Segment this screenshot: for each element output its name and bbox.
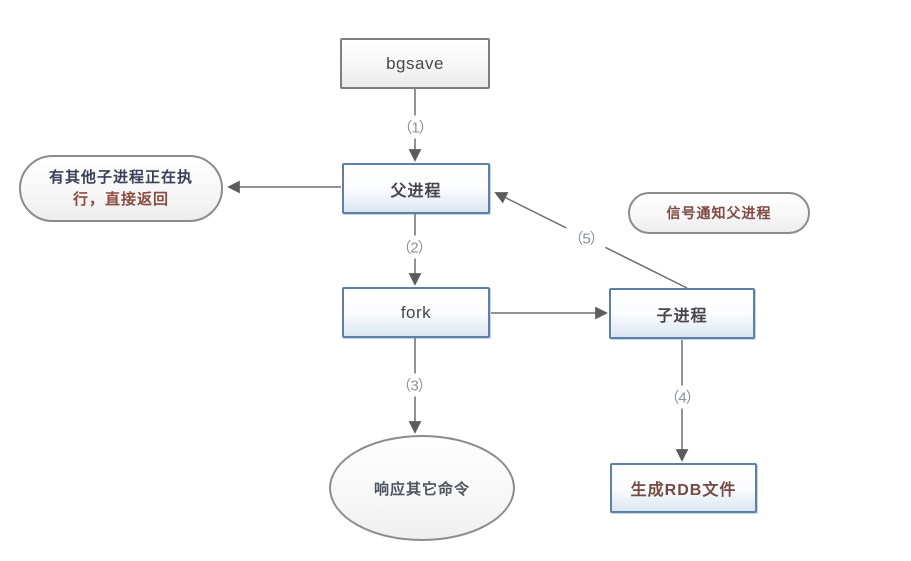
rdb-file-node: 生成RDB文件 bbox=[610, 463, 757, 513]
bgsave-node: bgsave bbox=[340, 38, 490, 89]
other-child-running-line2: 行，直接返回 bbox=[72, 190, 169, 208]
step-1-label: （1） bbox=[395, 115, 435, 139]
signal-parent-label: 信号通知父进程 bbox=[666, 205, 772, 221]
respond-commands-node: 响应其它命令 bbox=[329, 435, 515, 541]
respond-commands-label: 响应其它命令 bbox=[373, 480, 470, 498]
fork-node: fork bbox=[342, 287, 490, 338]
bgsave-label: bgsave bbox=[386, 53, 444, 73]
child-process-label: 子进程 bbox=[656, 307, 708, 325]
parent-process-label: 父进程 bbox=[390, 182, 442, 200]
parent-process-node: 父进程 bbox=[342, 163, 490, 214]
child-process-node: 子进程 bbox=[609, 288, 755, 339]
step-5-label: （5） bbox=[566, 226, 606, 250]
step-4-label: （4） bbox=[662, 385, 702, 409]
signal-parent-note: 信号通知父进程 bbox=[628, 192, 810, 234]
fork-label: fork bbox=[400, 302, 432, 322]
step-2-label: （2） bbox=[394, 235, 434, 259]
other-child-running-line1: 有其他子进程正在执 bbox=[48, 168, 193, 186]
rdb-file-label: 生成RDB文件 bbox=[630, 482, 737, 499]
step-3-label: （3） bbox=[394, 373, 434, 397]
other-child-running-note: 有其他子进程正在执 行，直接返回 bbox=[19, 155, 223, 222]
